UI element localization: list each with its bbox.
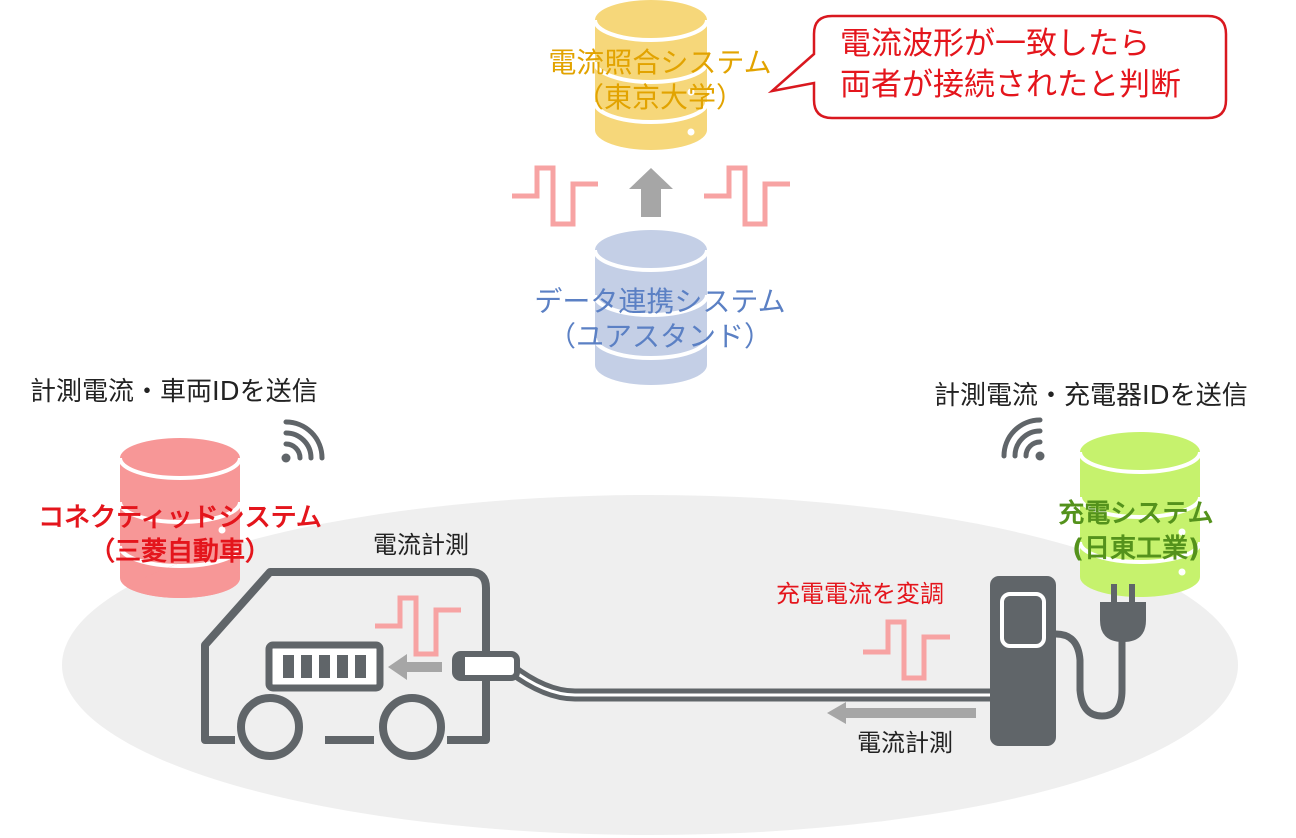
matching-database-icon xyxy=(593,0,709,150)
battery-icon xyxy=(265,641,384,692)
vehicle-measure-label: 電流計測 xyxy=(373,531,469,559)
charge-system-name: 充電システム xyxy=(1058,499,1214,529)
pulse-waveform-car xyxy=(375,595,461,657)
pulse-waveform-charger xyxy=(863,619,950,681)
data-database-icon xyxy=(593,230,709,385)
plug-icon xyxy=(1100,584,1146,642)
charger-icon xyxy=(990,576,1056,746)
speech-bubble xyxy=(767,14,1228,120)
charge-database-icon xyxy=(1078,432,1202,597)
data-system-name: データ連携システム xyxy=(534,285,786,318)
charge-modulate-label: 充電電流を変調 xyxy=(776,580,944,608)
ground-ellipse xyxy=(62,495,1238,835)
speech-bubble-line1: 電流波形が一致したら xyxy=(840,26,1150,62)
speech-bubble-line2: 両者が接続されたと判断 xyxy=(840,67,1181,104)
vehicle-send-label: 計測電流・車両IDを送信 xyxy=(30,377,318,407)
car-icon xyxy=(201,568,490,760)
charger-cable xyxy=(1052,630,1126,720)
plug-connector-icon xyxy=(452,651,520,681)
pulse-waveform-left xyxy=(512,165,598,227)
arrow-up-icon xyxy=(629,168,673,217)
data-system-org: （ユアスタンド） xyxy=(547,320,773,353)
arrow-left-icon xyxy=(388,654,442,680)
speech-bubble-text: 電流波形が一致したら 両者が接続されたと判断 xyxy=(840,24,1181,106)
charge-system-org: (日東工業) xyxy=(1072,534,1200,564)
connected-system-org: （三菱自動車） xyxy=(88,537,272,567)
pulse-waveform-right xyxy=(704,165,790,227)
charger-send-label: 計測電流・充電器IDを送信 xyxy=(934,381,1248,411)
matching-system-org: （東京大学） xyxy=(575,81,745,114)
arrow-left-icon xyxy=(827,702,976,724)
wifi-icon xyxy=(281,419,325,463)
connected-system-name: コネクティッドシステム xyxy=(38,503,322,533)
charger-measure-label: 電流計測 xyxy=(857,729,953,757)
wifi-icon xyxy=(1001,417,1045,461)
matching-system-name: 電流照合システム xyxy=(548,46,772,79)
